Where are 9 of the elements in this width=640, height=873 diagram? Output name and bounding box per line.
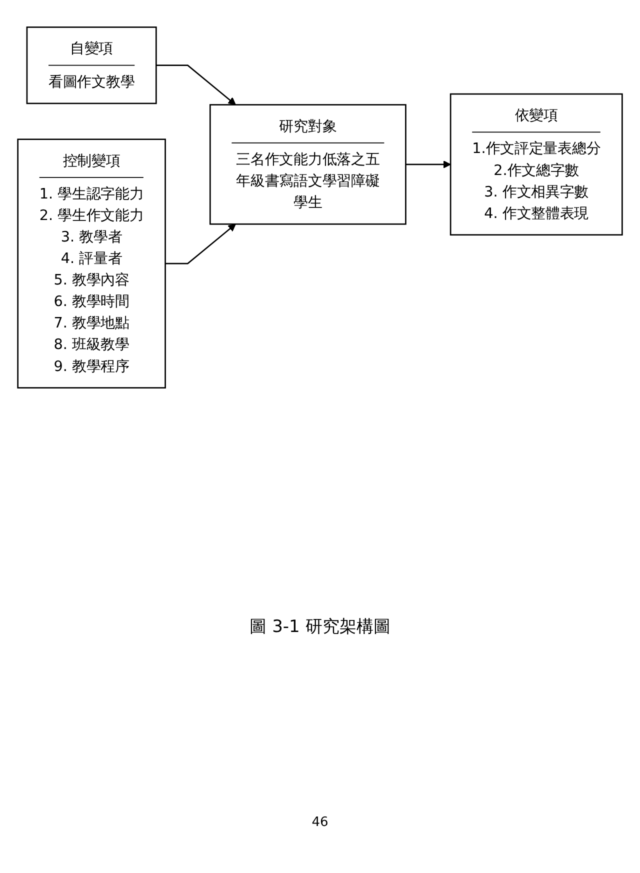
figure-caption: 圖 3-1 研究架構圖: [250, 616, 390, 638]
arrow: [406, 160, 451, 168]
page-number: 46: [312, 815, 328, 830]
node-box: 控制變項 1. 學生認字能力 2. 學生作文能力 3. 教學者 4. 評量者 5. 教學內容 6. 教學時間 7. 教學地點 8. 班級教學 9. 教學程序: [17, 138, 166, 388]
arrow: [156, 64, 236, 106]
node-box: 依變項 1.作文評定量表總分 2.作文總字數 3. 作文相異字數 4. 作文整體表現: [450, 93, 623, 236]
node-box: 研究對象 三名作文能力低落之五年級書寫語文學習障礙學生: [209, 104, 406, 225]
node-box: 自變項 看圖作文教學: [26, 26, 157, 104]
arrow: [165, 224, 236, 264]
